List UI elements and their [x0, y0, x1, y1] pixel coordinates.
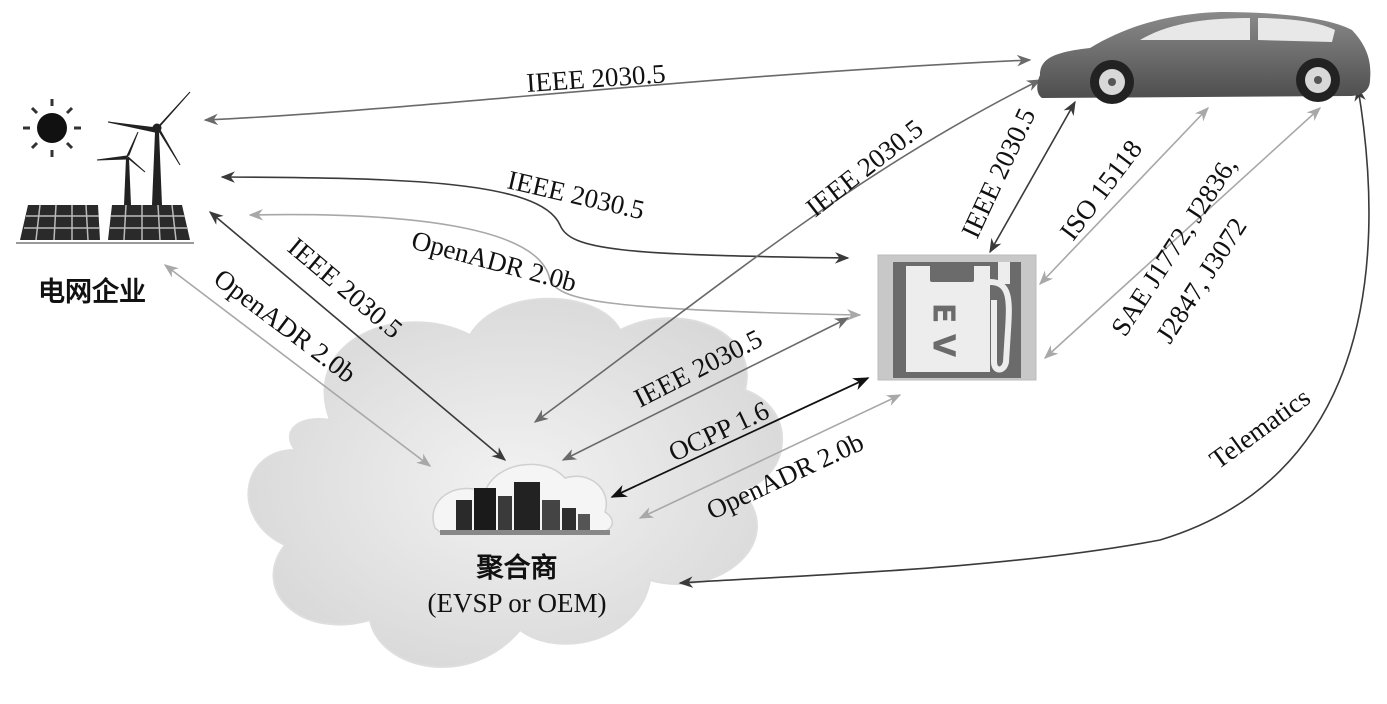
link-agg-utility-adr [163, 264, 432, 467]
wind-turbine-small-icon [96, 131, 146, 205]
label-charger-car-iso: ISO 15118 [1054, 134, 1148, 245]
label-car-charger: IEEE 2030.5 [955, 103, 1041, 242]
aggregator-node: 聚合商 (EVSP or OEM) [428, 463, 614, 618]
utility-label: 电网企业 [38, 276, 146, 308]
city-cloud-icon [432, 463, 614, 535]
aggregator-sublabel: (EVSP or OEM) [428, 588, 607, 618]
link-telematics [678, 86, 1370, 588]
label-car-utility: IEEE 2030.5 [525, 58, 666, 98]
charger-ev-label: E V [926, 303, 961, 358]
vehicle-node [1037, 12, 1371, 104]
label-telematics: Telematics [1204, 382, 1316, 475]
ev-charger-node: E V [877, 254, 1037, 381]
aggregator-label: 聚合商 [476, 552, 558, 584]
utility-node: 电网企业 [16, 91, 194, 308]
wind-turbine-large-icon [107, 91, 191, 205]
solar-panel-icon [16, 204, 194, 244]
label-car-agg: IEEE 2030.5 [800, 113, 928, 223]
car-rear-wheel-icon [1296, 58, 1340, 102]
label-charger-utility-ieee: IEEE 2030.5 [505, 165, 648, 226]
sun-icon [23, 99, 81, 157]
car-front-wheel-icon [1090, 60, 1134, 104]
connections [163, 54, 1370, 588]
